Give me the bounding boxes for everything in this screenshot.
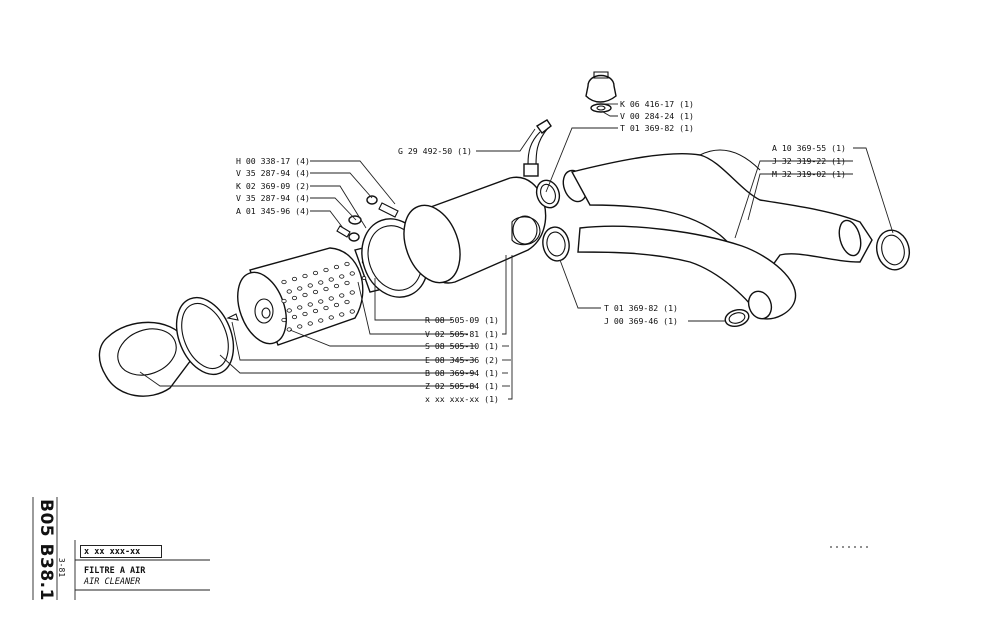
perforation-hole xyxy=(339,293,345,298)
perforation-hole xyxy=(333,264,340,270)
callout-k06: K 06 416-17 (1) xyxy=(620,99,694,109)
perforation-hole xyxy=(302,273,308,279)
perforation-hole xyxy=(323,305,329,311)
filter-element xyxy=(237,247,364,346)
perforation-hole xyxy=(281,298,287,304)
sheet-code: B05 B38.1 xyxy=(36,499,56,601)
filter-housing xyxy=(403,176,547,284)
perforation-hole xyxy=(281,279,287,285)
perforation-hole xyxy=(286,308,292,313)
perforation-hole xyxy=(344,299,350,305)
callout-r08: R 08 505-09 (1) xyxy=(425,315,499,325)
callout-e08: E 08 345-36 (2) xyxy=(425,355,499,365)
perforation-hole xyxy=(302,311,308,317)
callout-h00: H 00 338-17 (4) xyxy=(236,156,310,166)
rain-cap xyxy=(585,71,617,113)
perforation-hole xyxy=(307,302,313,307)
callout-s08: S 08 505-10 (1) xyxy=(425,341,499,351)
leader-lines xyxy=(139,103,894,400)
clamp-ring xyxy=(175,296,239,376)
title-block-frame xyxy=(32,497,870,600)
hose-clamp-lower xyxy=(542,226,570,262)
cover-cap xyxy=(98,321,202,397)
title-english: AIR CLEANER xyxy=(84,577,141,587)
perforation-hole xyxy=(318,318,324,323)
perforation-hole xyxy=(323,286,329,292)
perforation-hole xyxy=(349,290,355,295)
perforation-hole xyxy=(312,270,319,276)
perforation-hole xyxy=(349,309,355,314)
hose-clamp-upper xyxy=(535,179,561,209)
sheet-date: 3-81 xyxy=(57,557,67,578)
callout-j00: J 00 369-46 (1) xyxy=(604,316,678,326)
perforation-hole xyxy=(344,261,350,267)
perforation-hole xyxy=(361,276,367,280)
perforation-hole xyxy=(297,305,303,310)
callout-a01: A 01 345-96 (4) xyxy=(236,206,310,216)
perforation-hole xyxy=(339,312,345,317)
callout-k02: K 02 369-09 (2) xyxy=(236,181,310,191)
perforation-hole xyxy=(312,308,319,314)
perforation-hole xyxy=(307,321,313,326)
callout-v35b: V 35 287-94 (4) xyxy=(236,193,310,203)
perforation-hole xyxy=(349,271,355,276)
callout-v02: V 02 505-81 (1) xyxy=(425,329,499,339)
callout-j32: J 32 319-22 (1) xyxy=(772,156,846,166)
callout-labels: K 06 416-17 (1) V 00 284-24 (1) T 01 369… xyxy=(236,99,846,404)
perforation-hole xyxy=(312,289,319,295)
callout-a10: A 10 369-55 (1) xyxy=(772,143,846,153)
callout-m32: M 32 319-02 (1) xyxy=(772,169,846,179)
perforation-hole xyxy=(333,302,340,308)
perforation-hole xyxy=(339,274,345,279)
callout-v35a: V 35 287-94 (4) xyxy=(236,168,310,178)
callout-t01a: T 01 369-82 (1) xyxy=(620,123,694,133)
perforation-hole xyxy=(307,283,313,288)
perforation-hole xyxy=(281,317,287,323)
perforation-hole xyxy=(291,295,298,301)
perforation-hole xyxy=(328,277,334,282)
serial-box: x xx xxx-xx xyxy=(80,545,162,558)
perforation-hole xyxy=(328,315,334,320)
perforations xyxy=(281,261,355,332)
perforation-hole xyxy=(286,289,292,294)
intake-duct xyxy=(562,149,910,281)
bolts xyxy=(336,195,399,242)
callout-xxx: x xx xxx-xx (1) xyxy=(425,394,499,404)
callout-z02: Z 02 505-84 (1) xyxy=(425,381,499,391)
perforation-hole xyxy=(297,324,303,329)
lower-duct xyxy=(577,225,797,328)
callout-g29: G 29 492-50 (1) xyxy=(398,146,472,156)
title-french: FILTRE A AIR xyxy=(84,566,146,576)
elbow-fitting xyxy=(523,119,552,177)
perforation-hole xyxy=(318,299,324,304)
callout-b08: B 08 369-94 (1) xyxy=(425,368,499,378)
perforation-hole xyxy=(302,292,308,298)
perforation-hole xyxy=(344,280,350,286)
perforation-hole xyxy=(297,286,303,291)
perforation-hole xyxy=(318,280,324,285)
callout-v00: V 00 284-24 (1) xyxy=(620,111,694,121)
perforation-hole xyxy=(328,296,334,301)
perforation-hole xyxy=(291,276,298,282)
perforation-hole xyxy=(323,267,329,273)
perforation-hole xyxy=(291,314,298,320)
perforation-hole xyxy=(333,283,340,289)
callout-t01b: T 01 369-82 (1) xyxy=(604,303,678,313)
